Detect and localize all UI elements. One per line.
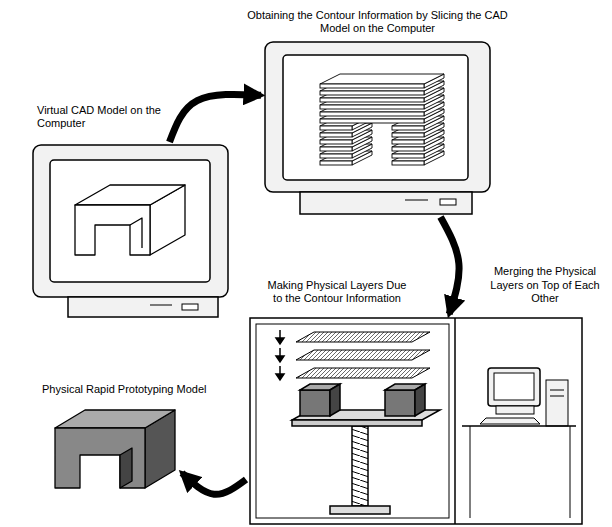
model-top	[55, 410, 175, 428]
drawing-part	[320, 112, 424, 116]
drawing-part	[276, 374, 284, 380]
drawing-part	[320, 133, 352, 137]
monitor-base	[300, 192, 472, 214]
drawing-part	[392, 147, 424, 151]
model-top	[75, 185, 185, 205]
pillar-side	[415, 384, 425, 416]
down-arrows	[276, 330, 284, 380]
physical-model-node: Physical Rapid Prototyping Model	[50, 405, 178, 490]
desk-top	[462, 425, 576, 427]
drawing-part	[550, 390, 564, 391]
physical-layer	[296, 368, 430, 378]
step-label: Obtaining the Contour Information by Sli…	[238, 9, 518, 37]
machine-housing	[250, 318, 582, 524]
drawing-part	[392, 126, 424, 130]
drawing-part	[320, 98, 424, 102]
monitor-button	[182, 304, 198, 310]
drawing-part	[320, 154, 352, 158]
monitor-button	[440, 199, 456, 205]
drawing-part	[320, 91, 424, 95]
monitor-slot	[405, 200, 428, 201]
cad-model-wireframe	[75, 185, 185, 255]
drawing-part	[392, 133, 424, 137]
monitor-screen	[283, 55, 468, 180]
monitor-bezel	[265, 42, 490, 192]
model-arch-inner	[120, 448, 132, 488]
physical-model	[55, 410, 175, 488]
cad-monitor-node: Virtual CAD Model on the Computer	[33, 145, 228, 317]
monitor-base	[68, 297, 218, 317]
slice-monitor-node: Obtaining the Contour Information by Sli…	[265, 42, 490, 214]
pc-screen	[494, 373, 534, 400]
drawing-part	[320, 140, 352, 144]
flow-arrow	[441, 217, 460, 314]
drawing-part	[320, 161, 352, 165]
flow-arrow	[182, 473, 246, 494]
model-front	[75, 205, 150, 255]
cad-monitor	[33, 145, 228, 317]
slice-layer	[320, 74, 444, 88]
drawing-part	[276, 356, 284, 362]
housing-divider	[454, 318, 456, 524]
monitor-bezel	[33, 145, 228, 297]
drawing-part	[320, 74, 444, 84]
physical-layer	[296, 332, 430, 342]
pc-tower	[546, 380, 568, 426]
drawing-part	[320, 147, 352, 151]
drawing-part	[320, 126, 352, 130]
built-pillar	[300, 390, 330, 416]
drawing-part	[320, 84, 424, 88]
pc-keyboard	[480, 418, 540, 424]
drawing-part	[320, 105, 424, 109]
step-label: Virtual CAD Model on the Computer	[37, 104, 162, 132]
monitor-slot	[150, 305, 172, 306]
drawing-part	[392, 161, 424, 165]
model-front	[55, 428, 145, 488]
flow-arrow	[170, 94, 262, 142]
rp-machine	[250, 318, 582, 524]
monitor-screen	[50, 160, 210, 282]
step-label: Merging the Physical Layers on Top of Ea…	[483, 265, 607, 306]
desk-leg	[470, 426, 471, 518]
pc-stand	[496, 406, 534, 414]
pc-monitor	[488, 368, 540, 406]
slice-monitor	[265, 42, 490, 214]
drawing-part	[392, 140, 424, 144]
platform-edge	[292, 420, 422, 426]
physical-layer	[296, 350, 430, 360]
build-chamber	[256, 324, 449, 518]
screw-base	[330, 506, 390, 514]
lead-screw	[352, 426, 368, 506]
machine-node: Making Physical Layers Due to the Contou…	[250, 318, 582, 525]
drawing-part	[320, 119, 424, 123]
pillar-side	[330, 384, 340, 416]
drawing-part	[392, 154, 424, 158]
drawing-part	[550, 396, 564, 397]
step-label: Making Physical Layers Due to the Contou…	[262, 279, 412, 307]
sliced-model	[320, 74, 444, 165]
model-arch-edge	[130, 218, 142, 248]
desk-leg	[570, 426, 571, 518]
built-pillar	[385, 390, 415, 416]
step-label: Physical Rapid Prototyping Model	[42, 383, 242, 397]
drawing-part	[276, 338, 284, 344]
